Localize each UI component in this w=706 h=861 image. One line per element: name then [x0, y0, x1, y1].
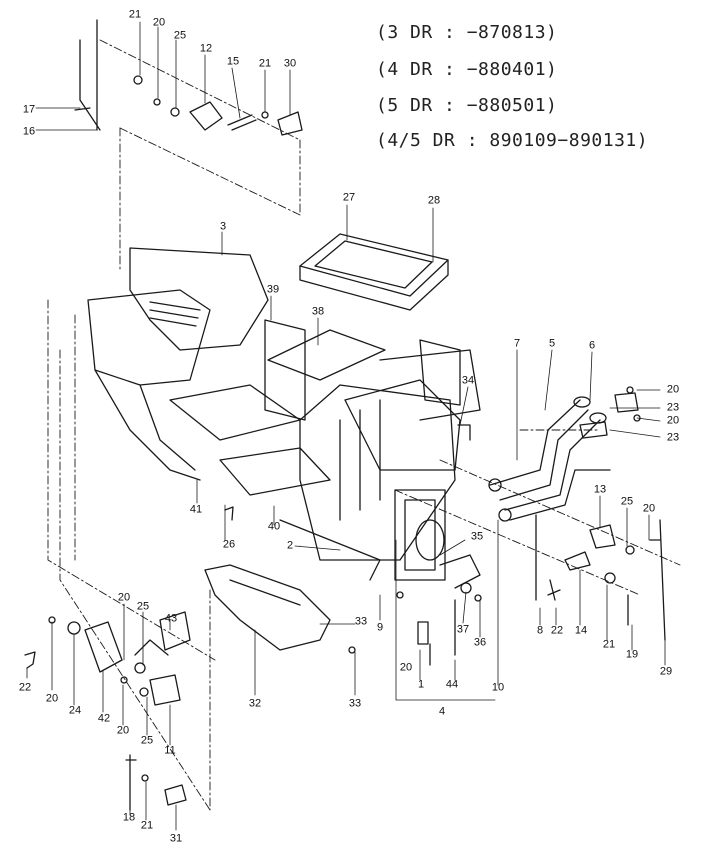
heater-housing-3 — [87, 247, 269, 481]
callout-20: 20 — [666, 383, 680, 396]
callout-40: 40 — [267, 520, 281, 533]
callout-44: 44 — [445, 678, 459, 691]
header-line-4: (4/5 DR : 890109−890131) — [376, 130, 649, 151]
callout-36: 36 — [473, 636, 487, 649]
callout-20: 20 — [45, 692, 59, 705]
callout-26: 26 — [222, 538, 236, 551]
callout-22: 22 — [18, 681, 32, 694]
callout-20: 20 — [666, 414, 680, 427]
header-line-3: (5 DR : −880501) — [376, 95, 558, 116]
callout-9: 9 — [376, 621, 384, 634]
callout-2: 2 — [286, 539, 294, 552]
plate-40 — [219, 447, 331, 496]
callout-42: 42 — [97, 712, 111, 725]
callout-33: 33 — [354, 615, 368, 628]
callout-23: 23 — [666, 401, 680, 414]
callout-41: 41 — [189, 503, 203, 516]
callout-38: 38 — [311, 305, 325, 318]
callout-15: 15 — [226, 55, 240, 68]
callout-35: 35 — [470, 530, 484, 543]
callout-25: 25 — [173, 29, 187, 42]
callout-4: 4 — [438, 705, 446, 718]
callout-11: 11 — [164, 744, 176, 757]
plate-41 — [169, 384, 301, 441]
callout-31: 31 — [169, 832, 183, 845]
callout-39: 39 — [266, 283, 280, 296]
callout-18: 18 — [122, 811, 136, 824]
lower-left-parts — [24, 611, 191, 706]
small-fittings — [224, 386, 641, 666]
header-line-2: (4 DR : −880401) — [376, 59, 558, 80]
bottom-rod-18-31 — [125, 754, 187, 811]
callout-20: 20 — [642, 502, 656, 515]
guide-line-right-inner — [394, 489, 641, 596]
callout-28: 28 — [427, 194, 441, 207]
callout-37: 37 — [456, 623, 470, 636]
callout-1: 1 — [417, 678, 425, 691]
callout-20: 20 — [152, 16, 166, 29]
callout-25: 25 — [140, 734, 154, 747]
callout-21: 21 — [258, 57, 272, 70]
callout-13: 13 — [593, 483, 607, 496]
clamp-23 — [579, 421, 608, 439]
callout-17: 17 — [22, 103, 36, 116]
plate-38 — [267, 329, 386, 381]
callout-21: 21 — [128, 8, 142, 21]
callout-7: 7 — [513, 337, 521, 350]
callout-23: 23 — [666, 431, 680, 444]
top-small-parts — [133, 75, 303, 136]
callout-20: 20 — [116, 724, 130, 737]
plate-39 — [264, 319, 306, 421]
leader-lines — [26, 21, 666, 831]
callout-3: 3 — [219, 220, 227, 233]
callout-33: 33 — [348, 697, 362, 710]
callout-22: 22 — [550, 624, 564, 637]
guide-line-upper — [99, 39, 301, 141]
callout-20: 20 — [117, 591, 131, 604]
callout-29: 29 — [659, 665, 673, 678]
callout-8: 8 — [536, 624, 544, 637]
guide-line-top-hinge — [119, 127, 301, 216]
callout-25: 25 — [620, 495, 634, 508]
callout-5: 5 — [548, 337, 556, 350]
callout-12: 12 — [199, 42, 213, 55]
callout-32: 32 — [248, 697, 262, 710]
heater-core — [394, 489, 481, 589]
rod-assembly-16-17 — [74, 19, 101, 131]
callout-10: 10 — [491, 681, 505, 694]
callout-21: 21 — [602, 638, 616, 651]
heater-case-2 — [279, 339, 481, 581]
callout-34: 34 — [461, 374, 475, 387]
guide-line-right-outer — [439, 459, 681, 566]
callout-16: 16 — [22, 125, 36, 138]
callout-19: 19 — [625, 648, 639, 661]
callout-6: 6 — [588, 339, 596, 352]
callout-20: 20 — [399, 661, 413, 674]
callout-21: 21 — [140, 819, 154, 832]
guide-line-left-outer — [47, 299, 216, 661]
lower-cover-32 — [204, 564, 331, 651]
callout-43: 43 — [164, 612, 178, 625]
callout-30: 30 — [283, 57, 297, 70]
filter-frame-27-28 — [299, 233, 449, 311]
inner-plates — [169, 319, 386, 496]
callout-25: 25 — [136, 600, 150, 613]
callout-24: 24 — [68, 704, 82, 717]
right-small-parts — [547, 519, 666, 641]
guide-line-left-lower — [59, 349, 211, 811]
header-line-1: (3 DR : −870813) — [376, 22, 558, 43]
callout-27: 27 — [342, 191, 356, 204]
callout-14: 14 — [574, 624, 588, 637]
heater-pipes — [488, 392, 639, 522]
